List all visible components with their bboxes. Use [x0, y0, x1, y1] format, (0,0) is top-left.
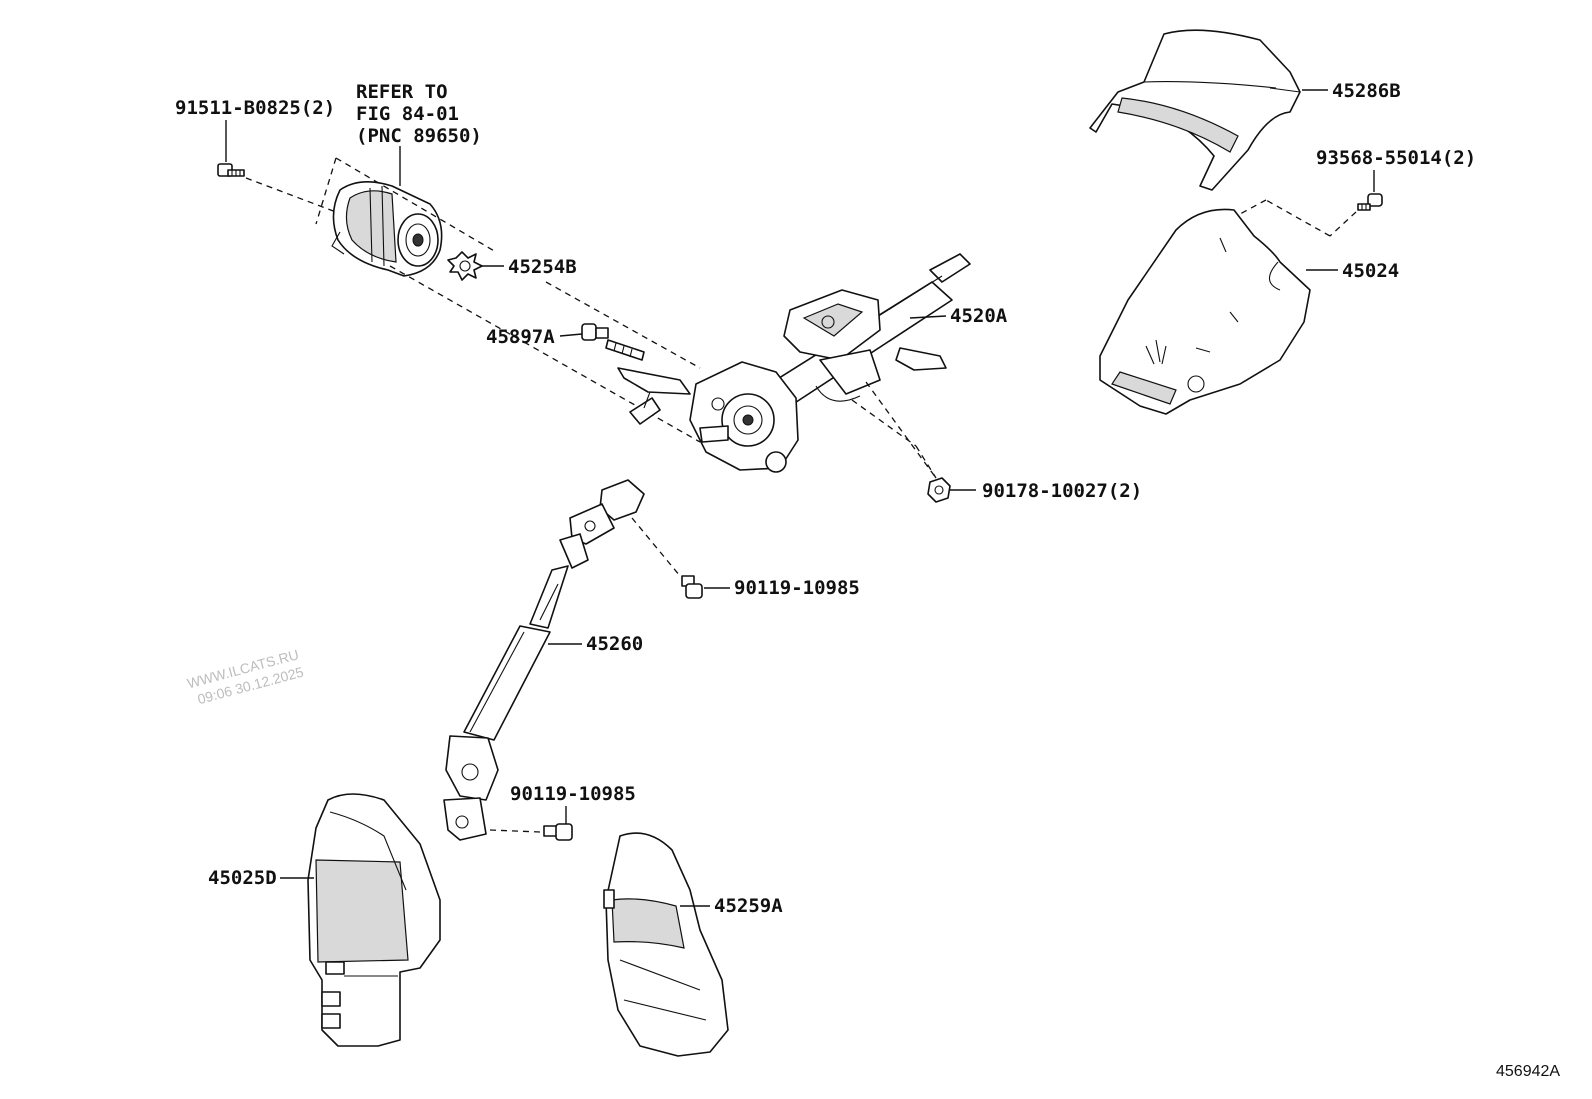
refer-note-line-1: REFER TO [356, 81, 448, 103]
nut-90178-icon [927, 477, 951, 503]
boot-45259a-icon [603, 832, 729, 1057]
spiral-cable-icon [331, 181, 443, 277]
label-45024[interactable]: 45024 [1342, 260, 1399, 282]
label-90119-10985-lower[interactable]: 90119-10985 [510, 783, 636, 805]
label-45286b[interactable]: 45286B [1332, 80, 1401, 102]
screw-93568-icon [1357, 193, 1383, 211]
watermark: WWW.ILCATS.RU 09:06 30.12.2025 [185, 646, 305, 707]
refer-note-line-2: FIG 84-01 [356, 103, 459, 125]
label-45260[interactable]: 45260 [586, 633, 643, 655]
label-45254b[interactable]: 45254B [508, 256, 577, 278]
refer-note-line-3: (PNC 89650) [356, 125, 482, 147]
column-cover-lower-45024-icon [1099, 208, 1311, 415]
column-cover-upper-45286b-icon [1089, 29, 1301, 191]
refer-note: REFER TO FIG 84-01 (PNC 89650) [356, 81, 482, 186]
label-45897a[interactable]: 45897A [486, 326, 555, 348]
label-4520a[interactable]: 4520A [950, 305, 1008, 327]
motor-45025d-icon [307, 793, 441, 1047]
bolt-45897a-icon [581, 323, 645, 361]
label-90178-10027[interactable]: 90178-10027(2) [982, 480, 1142, 502]
label-45259a[interactable]: 45259A [714, 895, 783, 917]
star-washer-45254b-icon [447, 251, 483, 281]
label-45025d[interactable]: 45025D [208, 867, 277, 889]
bolt-90119-lower-icon [543, 823, 573, 841]
steering-column-4520a-icon [617, 253, 971, 473]
label-93568-55014[interactable]: 93568-55014(2) [1316, 147, 1476, 169]
label-90119-10985-upper[interactable]: 90119-10985 [734, 577, 860, 599]
figure-id: 456942A [1496, 1063, 1560, 1080]
intermediate-shaft-45260-icon [443, 479, 645, 841]
bolt-91511-icon [217, 163, 245, 177]
bolt-90119-upper-icon [681, 575, 703, 599]
label-91511-b0825[interactable]: 91511-B0825(2) [175, 97, 335, 119]
